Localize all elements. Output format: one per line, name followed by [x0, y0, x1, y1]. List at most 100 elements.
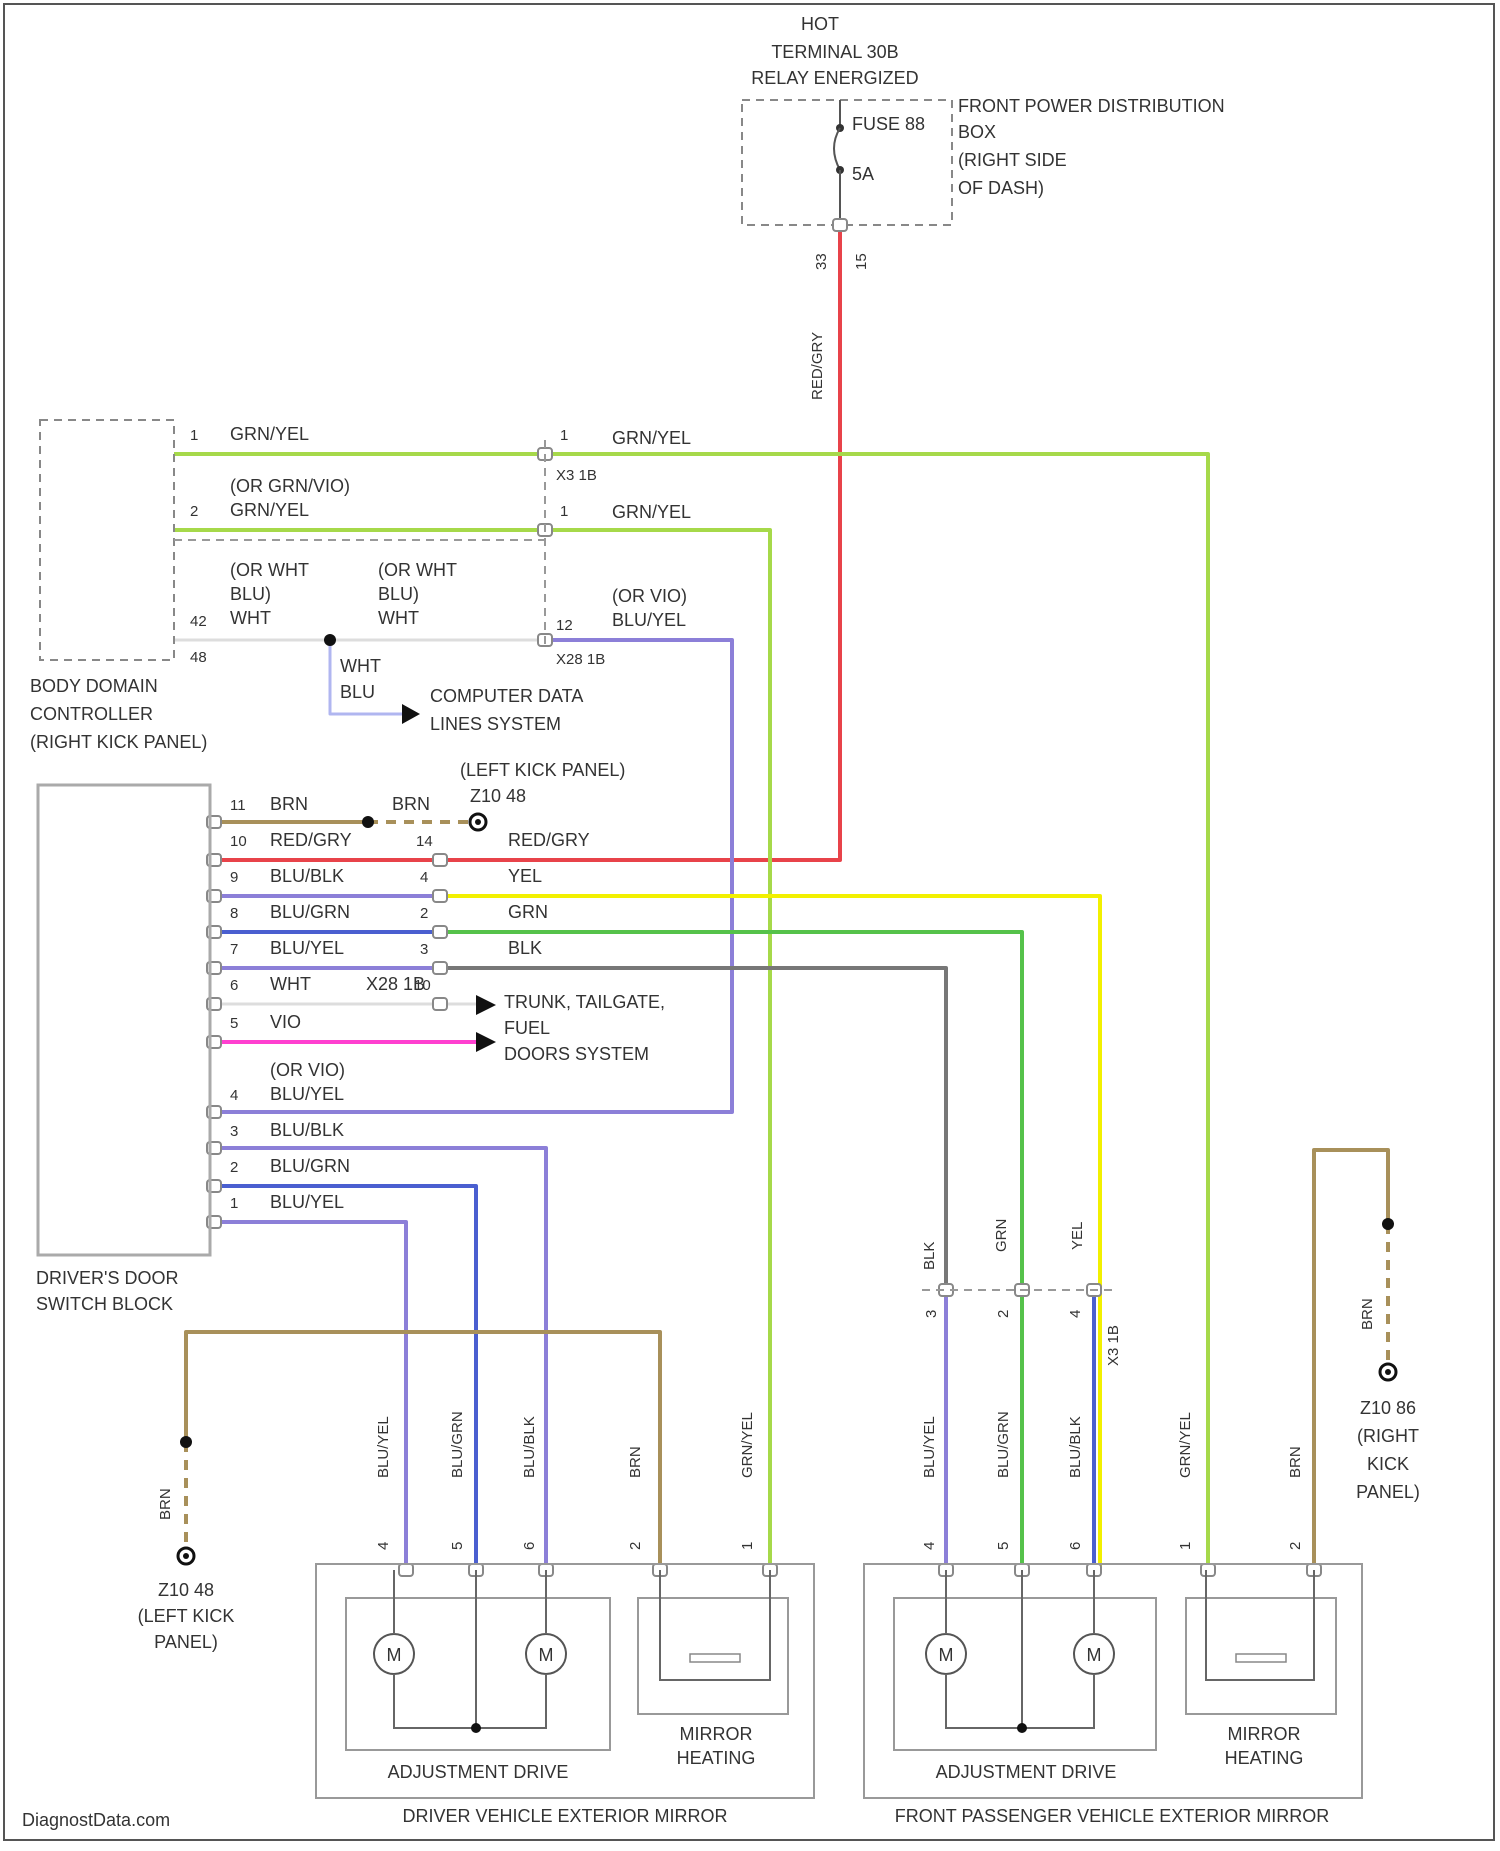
driver-pin-2: 2 [627, 1542, 644, 1550]
pin-dsb-conn-4 [433, 998, 447, 1010]
pass-wire-blublk: BLU/BLK [1067, 1416, 1084, 1478]
dsb-ground-label2: Z10 48 [470, 786, 526, 806]
dsb-row-pin-7: 7 [230, 941, 238, 958]
pass-wire-blk: BLK [921, 1242, 938, 1270]
pin-dsb-conn-2 [433, 926, 447, 938]
pin-dsb-conn-1 [433, 890, 447, 902]
driver-motor-2-label: M [539, 1645, 554, 1665]
pass-ground-splice [1382, 1218, 1394, 1230]
pass-heater-resistor-icon [1236, 1654, 1286, 1662]
pass-motor-2-label: M [1087, 1645, 1102, 1665]
bdc-label-line3: (RIGHT KICK PANEL) [30, 732, 207, 752]
bdc-wire42-alt2: BLU) [230, 584, 271, 604]
data-line-splice [324, 634, 336, 646]
pass-heating-label2: HEATING [1225, 1748, 1304, 1768]
data-lines-label2: LINES SYSTEM [430, 714, 561, 734]
pass-heating-label1: MIRROR [1228, 1724, 1301, 1744]
dsb-row-wire-alt-4: (OR VIO) [270, 1060, 345, 1080]
data-lines-label1: COMPUTER DATA [430, 686, 583, 706]
pass-heater-element [1206, 1570, 1314, 1680]
footer-watermark: DiagnostData.com [22, 1810, 170, 1830]
wire-blu-blk-driver [214, 1148, 546, 1570]
dsb-conn-wire-blk: BLK [508, 938, 542, 958]
dsb-row-pin-11: 11 [230, 797, 246, 814]
driver-wire-grnyel: GRN/YEL [739, 1412, 756, 1478]
dsb-row-pin-2: 2 [230, 1159, 238, 1176]
dsb-row-pin-9: 9 [230, 869, 238, 886]
dsb-row-pin-3: 3 [230, 1123, 238, 1140]
driver-ground-label3: PANEL) [154, 1632, 218, 1652]
data-wire-label-a: WHT [340, 656, 381, 676]
bdc-label-line1: BODY DOMAIN [30, 676, 158, 696]
bdc-conn3-wire-alt: (OR VIO) [612, 586, 687, 606]
dsb-row-wire-9: BLU/BLK [270, 866, 344, 886]
bdc-wire2-alt: (OR GRN/VIO) [230, 476, 350, 496]
dsb-row-wire-6: WHT [270, 974, 311, 994]
driver-pin-6: 6 [521, 1542, 538, 1550]
driver-heater-element [660, 1570, 770, 1680]
bdc-conn1-name: X3 1B [556, 467, 597, 484]
dsb-conn-pin-2: 2 [420, 905, 428, 922]
bdc-label-line2: CONTROLLER [30, 704, 153, 724]
dsb-row-wire-2: BLU/GRN [270, 1156, 350, 1176]
wire-brn-pass-mirror [1314, 1150, 1388, 1570]
power-box-line1: FRONT POWER DISTRIBUTION [958, 96, 1225, 116]
trunk-label2: FUEL [504, 1018, 550, 1038]
dsb-row-pin-4: 4 [230, 1087, 238, 1104]
fuse-symbol [834, 128, 840, 170]
dsb-label-line2: SWITCH BLOCK [36, 1294, 173, 1314]
bdc-wire42-label: WHT [230, 608, 271, 628]
driver-ground-wire: BRN [157, 1488, 174, 1520]
bdc-conn2-wire: GRN/YEL [612, 502, 691, 522]
pin-dsb-conn-0 [433, 854, 447, 866]
driver-heater-resistor-icon [690, 1654, 740, 1662]
driver-wire-bluyel: BLU/YEL [375, 1416, 392, 1478]
pass-motor-wiring [946, 1570, 1094, 1728]
pass-wire-grnyel: GRN/YEL [1177, 1412, 1194, 1478]
pass-pin-6: 6 [1067, 1542, 1084, 1550]
dsb-row-wire-3: BLU/BLK [270, 1120, 344, 1140]
dsb-box [38, 785, 210, 1255]
driver-pin-4: 4 [375, 1542, 392, 1550]
dsb-row-pin-1: 1 [230, 1195, 238, 1212]
driver-heating-label2: HEATING [677, 1748, 756, 1768]
bdc-wire48-alt: (OR WHT [378, 560, 457, 580]
data-lines-arrow-icon [402, 704, 420, 724]
power-hot-label: HOT [801, 14, 839, 34]
pass-motor-common-node [1017, 1723, 1027, 1733]
pass-wire-bluyel: BLU/YEL [921, 1416, 938, 1478]
dsb-brn-ground-wire: BRN [392, 794, 430, 814]
bdc-wire48-alt2: BLU) [378, 584, 419, 604]
pass-wire-blugrn: BLU/GRN [995, 1411, 1012, 1478]
bdc-box [40, 420, 174, 660]
dsb-ground-splice [362, 816, 374, 828]
dsb-conn-name: X28 1B [366, 974, 425, 994]
pass-motor-1-label: M [939, 1645, 954, 1665]
dsb-row-wire-10: RED/GRY [270, 830, 352, 850]
driver-ground-label1: Z10 48 [158, 1580, 214, 1600]
power-wire-label: RED/GRY [809, 332, 826, 400]
driver-heating-label1: MIRROR [680, 1724, 753, 1744]
bdc-pin-2: 2 [190, 503, 198, 520]
pin-power-top [833, 219, 847, 231]
dsb-conn-pin-4: 4 [420, 869, 428, 886]
driver-wire-blublk: BLU/BLK [521, 1416, 538, 1478]
wire-blu-data [330, 640, 402, 714]
dsb-row-wire-7: BLU/YEL [270, 938, 344, 958]
pass-wire-grn: GRN [993, 1219, 1010, 1252]
pass-ground-label1: Z10 86 [1360, 1398, 1416, 1418]
pass-pin-4: 4 [1067, 1310, 1084, 1318]
bdc-conn1-wire: GRN/YEL [612, 428, 691, 448]
dsb-conn-wire-redgry: RED/GRY [508, 830, 590, 850]
pass-pin-4: 4 [921, 1542, 938, 1550]
driver-motor-wiring [394, 1570, 546, 1728]
dsb-conn-wire-grn: GRN [508, 902, 548, 922]
dsb-row-wire-11: BRN [270, 794, 308, 814]
driver-motor-1-label: M [387, 1645, 402, 1665]
driver-adj-drive-label: ADJUSTMENT DRIVE [388, 1762, 569, 1782]
bdc-wire1-label: GRN/YEL [230, 424, 309, 444]
power-relay-label: RELAY ENERGIZED [751, 68, 918, 88]
driver-wire-brn: BRN [627, 1446, 644, 1478]
